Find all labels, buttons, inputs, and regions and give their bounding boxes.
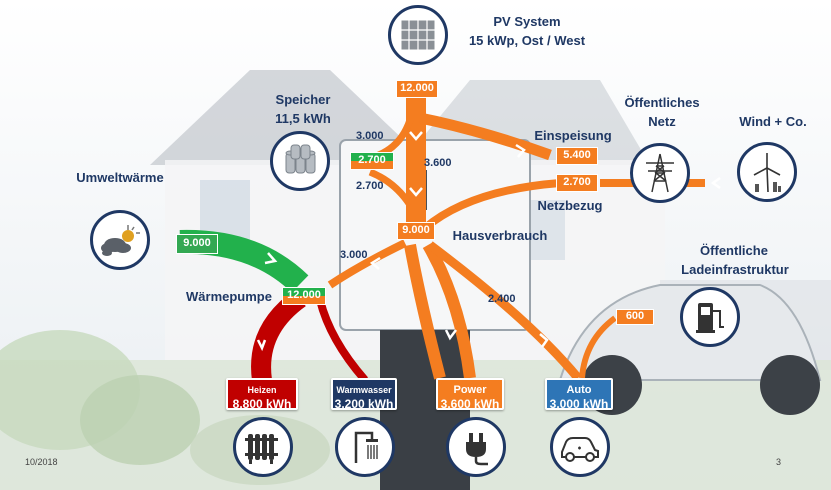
output-power-value: 3.600 kWh [440,397,500,411]
household-label: Hausverbrauch [452,228,548,243]
weather-icon [90,210,150,270]
grid-draw-label: Netzbezug [537,198,603,213]
ambient-heat-tag: 9.000 [176,234,218,254]
feed-in-tag: 5.400 [556,147,598,165]
output-hot-water-value: 3.200 kWh [334,397,394,411]
output-heating-label: Heizen [247,385,277,395]
output-heating: Heizen 8.800 kWh [226,378,298,411]
pv-system-subtitle: 15 kWp, Ost / West [468,33,586,48]
public-grid-label-1: Öffentliches [624,95,700,110]
flow-house-to-power [422,241,476,379]
flow-house-to-heatpump [327,239,407,289]
power-pylon-icon [630,143,690,203]
power-plug-icon [446,417,506,477]
pv-to-house-value: 3.600 [424,157,452,169]
storage-title: Speicher [275,92,331,107]
pv-output-tag: 12.000 [396,80,438,98]
radiator-icon [233,417,293,477]
charging-label-1: Öffentliche [700,243,768,258]
footer-page-number: 3 [776,457,782,467]
electric-car-icon [550,417,610,477]
house-to-heatpump-value: 3.000 [340,249,368,261]
battery-storage-icon [270,131,330,191]
ambient-heat-label: Umweltwärme [76,170,164,185]
flow-house-to-power-2 [404,243,446,380]
output-hot-water: Warmwasser 3.200 kWh [331,378,397,411]
flow-grid-to-house [422,179,561,232]
charging-label-2: Ladeinfrastruktur [681,262,789,277]
public-charge-tag: 600 [616,309,654,325]
house-to-car-value: 2.400 [488,293,516,305]
storage-level-tag: 2.700 [350,152,394,170]
storage-out-value: 2.700 [356,180,384,192]
output-hot-water-label: Warmwasser [336,385,392,395]
flow-hot-water [316,298,369,383]
flow-heating [251,289,307,382]
output-power-label: Power [453,384,487,396]
pv-system-title: PV System [493,14,561,29]
storage-subtitle: 11,5 kWh [275,111,331,126]
footer-date: 10/2018 [25,457,58,467]
wind-label: Wind + Co. [739,114,807,129]
output-car-label: Auto [566,384,592,396]
output-car-value: 3.000 kWh [549,397,609,411]
storage-in-value: 3.000 [356,130,384,142]
public-grid-label-2: Netz [648,114,676,129]
flow-public-charging [579,315,617,379]
output-power: Power 3.600 kWh [436,378,504,411]
flow-feed-in [418,112,552,161]
shower-icon [335,417,395,477]
charging-station-icon [680,287,740,347]
feed-in-label: Einspeisung [534,128,612,143]
flow-house-to-car [427,241,582,381]
flow-storage-to-house [368,168,413,207]
heat-pump-label: Wärmepumpe [186,289,272,304]
wind-turbine-icon [737,142,797,202]
heatpump-tag: 12.000 [282,287,326,305]
output-heating-value: 8.800 kWh [232,397,292,411]
output-car: Auto 3.000 kWh [545,378,613,411]
grid-draw-tag: 2.700 [556,174,598,192]
solar-panel-icon [388,5,448,65]
household-tag: 9.000 [397,222,435,240]
